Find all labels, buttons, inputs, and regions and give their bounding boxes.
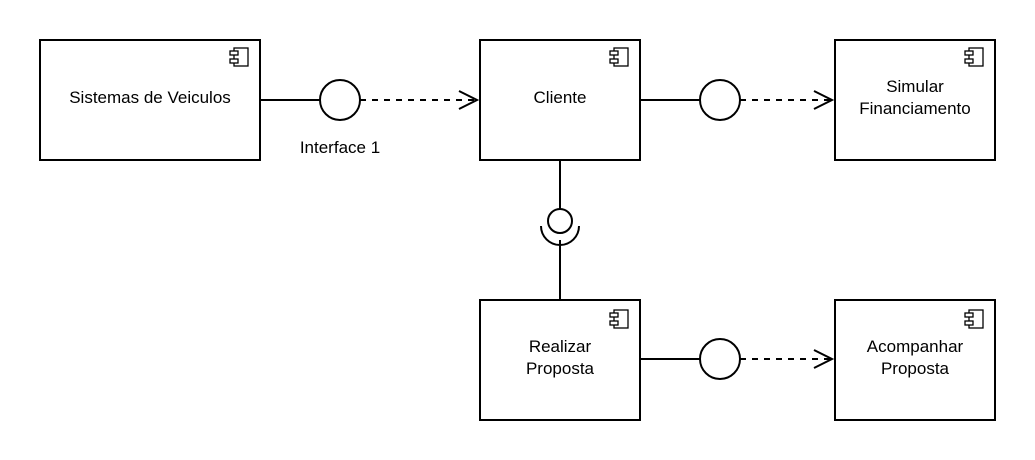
- lollipop-provided-interface-icon: [547, 208, 573, 234]
- component-icon: [609, 47, 629, 67]
- lollipop-provided-interface-icon: [699, 338, 741, 380]
- component-sistemas-de-veiculos[interactable]: Sistemas de Veiculos: [39, 39, 261, 161]
- component-icon: [964, 309, 984, 329]
- component-label: Sistemas de Veiculos: [69, 88, 231, 107]
- lollipop-provided-interface-icon: [319, 79, 361, 121]
- cliente-realizar-connector[interactable]: [540, 160, 580, 300]
- component-label-line1: Acompanhar: [867, 337, 964, 356]
- component-icon: [229, 47, 249, 67]
- component-simular-financiamento[interactable]: Simular Financiamento: [834, 39, 996, 161]
- lollipop-provided-interface-icon: [699, 79, 741, 121]
- open-arrow-dependency-icon: [813, 349, 835, 369]
- component-icon: [609, 309, 629, 329]
- component-label-line2: Financiamento: [859, 99, 971, 118]
- interface-label: Interface 1: [300, 138, 380, 157]
- open-arrow-dependency-icon: [813, 90, 835, 110]
- component-acompanhar-proposta[interactable]: Acompanhar Proposta: [834, 299, 996, 421]
- component-realizar-proposta[interactable]: Realizar Proposta: [479, 299, 641, 421]
- component-label-line2: Proposta: [881, 359, 950, 378]
- interface-1-connector[interactable]: Interface 1: [260, 79, 480, 157]
- open-arrow-dependency-icon: [458, 90, 480, 110]
- component-icon: [964, 47, 984, 67]
- realizar-acompanhar-connector[interactable]: [640, 338, 835, 380]
- cliente-simular-connector[interactable]: [640, 79, 835, 121]
- component-cliente[interactable]: Cliente: [479, 39, 641, 161]
- component-label: Cliente: [534, 88, 587, 107]
- component-label-line1: Realizar: [529, 337, 592, 356]
- component-label-line1: Simular: [886, 77, 944, 96]
- component-label-line2: Proposta: [526, 359, 595, 378]
